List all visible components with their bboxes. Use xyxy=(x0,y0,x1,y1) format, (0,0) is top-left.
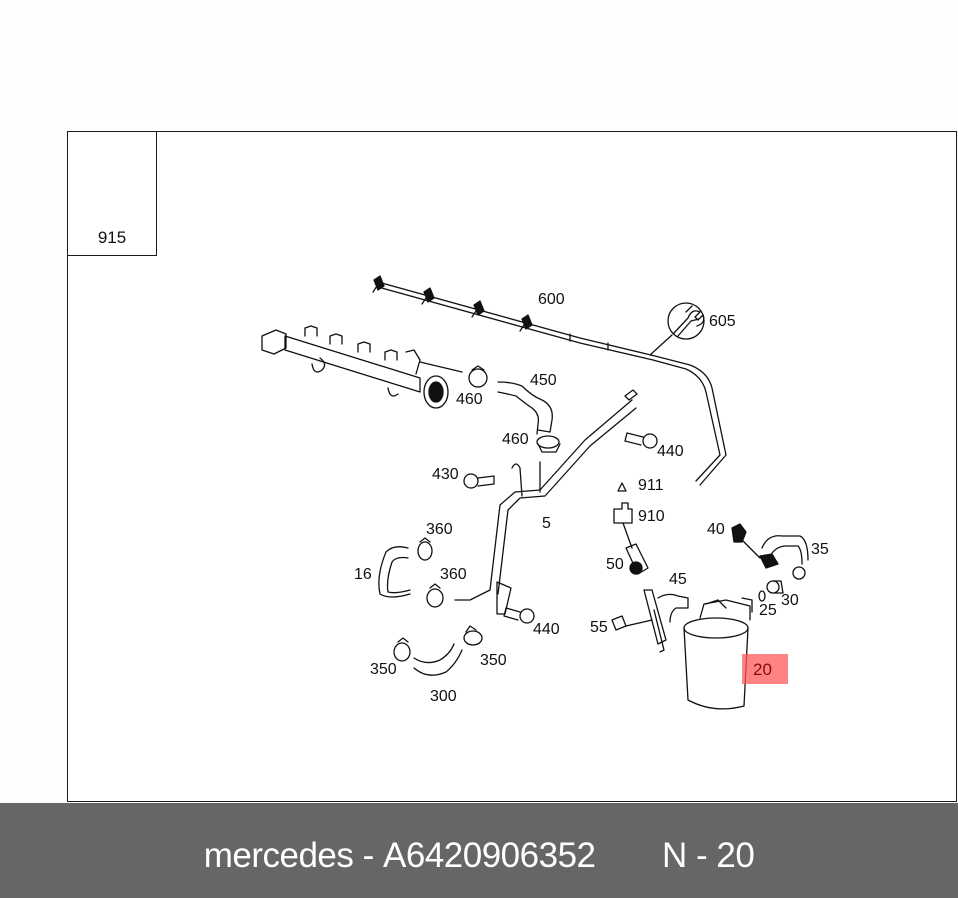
sealing-ring-25 xyxy=(758,590,766,602)
fuel-lines-5 xyxy=(454,389,638,615)
highlighted-part-number: 20 xyxy=(753,660,772,679)
callout-600: 600 xyxy=(538,291,565,308)
callout-605: 605 xyxy=(709,313,736,330)
callout-30: 30 xyxy=(781,592,799,609)
callout-440: 440 xyxy=(533,621,560,638)
callout-360: 360 xyxy=(426,521,453,538)
footer-caption: mercedes - A6420906352 N - 20 xyxy=(0,836,958,876)
fuel-filter-20 xyxy=(683,597,753,710)
callout-300: 300 xyxy=(430,688,457,705)
hose-clamp-350 xyxy=(393,625,483,662)
callout-50: 50 xyxy=(606,556,624,573)
hose-300 xyxy=(413,643,463,676)
diagram-frame xyxy=(67,131,957,802)
retaining-clip-55 xyxy=(611,615,653,631)
bolt-440-lower xyxy=(503,607,535,624)
highlighted-part-box xyxy=(742,654,788,684)
callout-16: 16 xyxy=(354,566,372,583)
callout-40: 40 xyxy=(707,521,725,538)
part-code: A6420906352 xyxy=(383,836,596,875)
callout-25: 25 xyxy=(759,602,777,619)
callout-350: 350 xyxy=(370,661,397,678)
callout-35: 35 xyxy=(811,541,829,558)
fuel-rail xyxy=(261,325,463,409)
pipe-35 xyxy=(759,535,809,580)
heater-element-45 xyxy=(643,589,689,653)
callout-430: 430 xyxy=(432,466,459,483)
callout-460: 460 xyxy=(456,391,483,408)
callout-45: 45 xyxy=(669,571,687,588)
sensor-50 xyxy=(625,543,649,575)
separator: - xyxy=(362,836,375,875)
callout-911: 911 xyxy=(638,477,664,494)
callout-5: 5 xyxy=(542,515,551,532)
leak-off-line-600 xyxy=(372,275,727,486)
position-label: N - 20 xyxy=(661,836,755,875)
callout-460: 460 xyxy=(502,431,529,448)
bolt-430 xyxy=(463,473,495,489)
wrench-symbol-605 xyxy=(649,302,705,356)
brand-name: mercedes xyxy=(203,836,354,875)
callout-440: 440 xyxy=(657,443,684,460)
bolt-440-upper xyxy=(624,432,658,449)
inset-box: 915 xyxy=(67,131,157,256)
callout-350: 350 xyxy=(480,652,507,669)
callout-360: 360 xyxy=(440,566,467,583)
callout-910: 910 xyxy=(638,508,665,525)
hose-450 xyxy=(497,381,553,435)
fitting-30 xyxy=(766,580,784,594)
callout-450: 450 xyxy=(530,372,557,389)
hose-16 xyxy=(378,546,411,598)
inset-part-number: 915 xyxy=(97,228,127,247)
nut-40 xyxy=(731,523,761,559)
footer-bar: mercedes - A6420906352 N - 20 xyxy=(0,803,958,898)
hose-clamp-360 xyxy=(417,537,444,608)
hose-clamp-460 xyxy=(468,365,561,453)
connector-910-911 xyxy=(613,482,633,549)
callout-55: 55 xyxy=(590,619,608,636)
